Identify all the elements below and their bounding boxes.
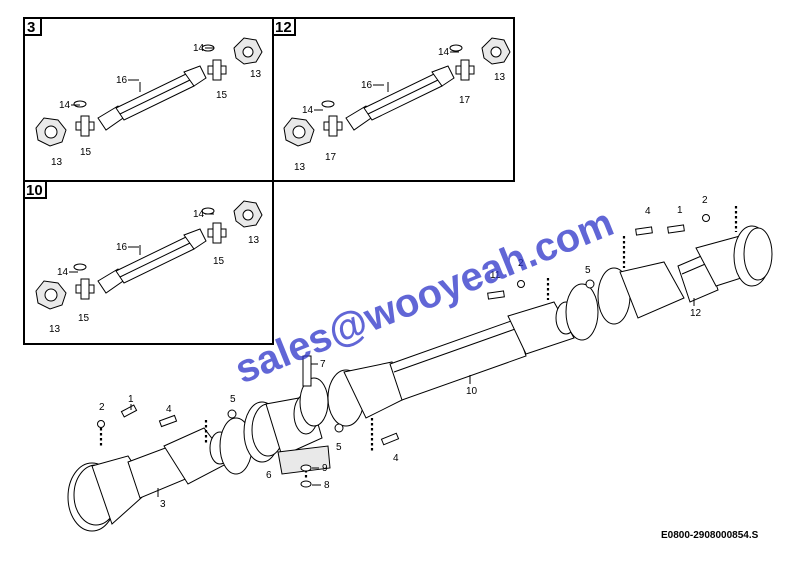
svg-text:15: 15 [80,147,92,158]
svg-text:2: 2 [518,258,524,269]
svg-text:1: 1 [677,205,683,216]
svg-text:15: 15 [78,313,90,324]
box-10-callouts: 14 13 16 15 14 13 15 [49,209,260,335]
svg-text:6: 6 [266,470,272,481]
main-callouts: 1 2 3 4 4 5 5 6 7 8 9 10 11 2 5 4 1 2 12 [99,195,708,510]
mini-driveshaft-box-12 [283,37,511,147]
svg-text:5: 5 [336,442,342,453]
svg-text:14: 14 [193,209,205,220]
mini-driveshaft-box-3 [35,37,263,147]
svg-text:5: 5 [585,265,591,276]
box-3-callouts: 14 13 16 15 14 13 15 [51,43,262,168]
svg-text:1: 1 [128,394,134,405]
bolt-1-left [97,404,138,446]
svg-text:16: 16 [116,75,128,86]
svg-text:16: 16 [116,242,128,253]
bolt-11-right [487,278,595,300]
main-driveshaft-assembly [67,206,773,532]
svg-text:14: 14 [57,267,69,278]
svg-text:7: 7 [320,359,326,370]
drawing-code: E0800-2908000854.S [661,530,759,541]
svg-text:14: 14 [193,43,205,54]
svg-text:10: 10 [466,386,478,397]
bolt-7-center [300,355,312,488]
svg-text:9: 9 [322,463,328,474]
svg-text:13: 13 [294,162,306,173]
svg-text:15: 15 [213,256,225,267]
svg-text:14: 14 [438,47,450,58]
svg-text:2: 2 [99,402,105,413]
box-12-callouts: 14 13 16 17 14 13 17 [294,47,506,173]
bolt-4-center [334,418,400,452]
svg-text:4: 4 [645,206,651,217]
svg-text:13: 13 [49,324,61,335]
svg-text:11: 11 [490,270,501,281]
svg-text:16: 16 [361,80,373,91]
box-label: 10 [26,182,43,199]
svg-text:4: 4 [166,404,172,415]
bolt-4-right [622,206,738,268]
svg-text:14: 14 [59,100,71,111]
detail-box-10: 10 [23,180,274,345]
svg-text:15: 15 [216,90,228,101]
svg-text:14: 14 [302,105,314,116]
svg-text:17: 17 [325,152,337,163]
mini-driveshaft-box-10 [35,200,263,310]
bolt-4-left [158,409,237,444]
svg-text:13: 13 [51,157,63,168]
svg-text:13: 13 [248,235,260,246]
svg-text:5: 5 [230,394,236,405]
svg-text:4: 4 [393,453,399,464]
svg-text:12: 12 [690,308,702,319]
svg-text:3: 3 [160,499,166,510]
svg-text:13: 13 [250,69,262,80]
box-label: 3 [27,19,35,36]
svg-text:8: 8 [324,480,330,491]
box-label: 12 [275,19,292,36]
detail-box-12: 12 [272,17,515,182]
svg-text:17: 17 [459,95,471,106]
svg-text:2: 2 [702,195,708,206]
svg-text:13: 13 [494,72,506,83]
